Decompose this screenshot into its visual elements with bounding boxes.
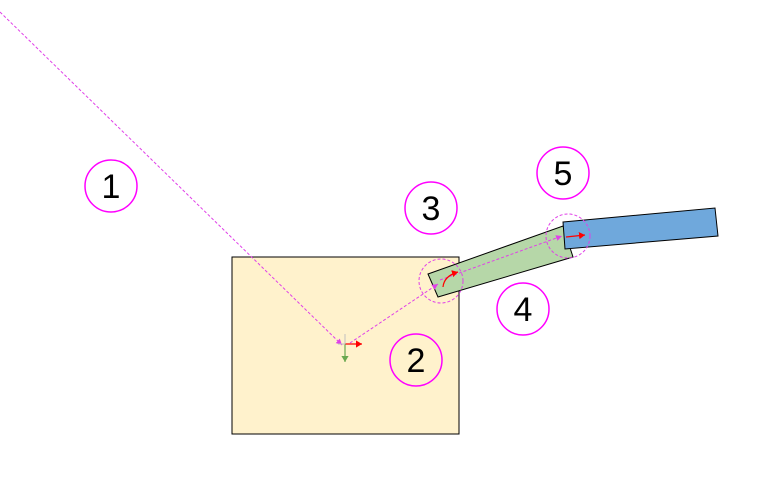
callout-3: 3: [404, 181, 458, 235]
svg-text:5: 5: [554, 155, 573, 193]
joint-1-marker: [418, 258, 464, 304]
coordinate-frame-icon: [338, 334, 362, 362]
svg-text:1: 1: [102, 168, 121, 206]
link-2: [562, 207, 719, 250]
guide-line-world-to-base: [0, 11, 343, 346]
joint-2-marker: [545, 213, 591, 259]
guide-line-base-to-joint1: [349, 283, 439, 344]
callout-5: 5: [536, 146, 590, 200]
rotation-arrow-icon: [442, 270, 459, 288]
axis-arrow-icon: [565, 232, 586, 240]
guide-line-joint1-to-joint2: [439, 235, 563, 281]
svg-text:2: 2: [407, 342, 426, 380]
callout-1: 1: [84, 159, 138, 213]
svg-text:4: 4: [514, 291, 533, 329]
svg-text:3: 3: [422, 190, 441, 228]
callout-2: 2: [389, 333, 443, 387]
callout-4: 4: [496, 282, 550, 336]
